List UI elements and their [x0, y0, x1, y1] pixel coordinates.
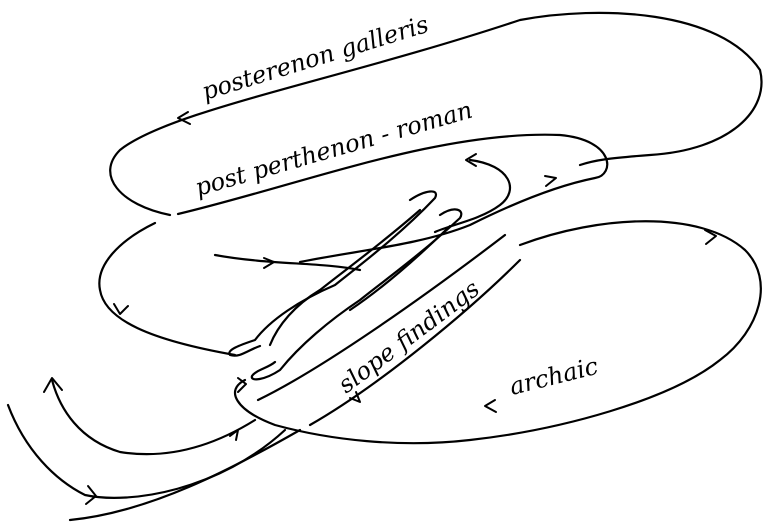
archaic-arrow-bottom — [485, 400, 496, 412]
slope-band-lower-edge — [258, 235, 505, 400]
archaic-loop — [235, 221, 761, 443]
lower-left-arc-1 — [52, 380, 255, 454]
lower-left-arc-2 — [8, 405, 285, 498]
middle-left-loop — [99, 223, 235, 355]
label-archaic: archaic — [507, 352, 601, 401]
inner-top-arrow — [545, 176, 556, 186]
label-post-perthenon-roman: post perthenon - roman — [192, 96, 476, 202]
slope-strand-3 — [252, 209, 461, 379]
middle-left-upper-edge — [215, 255, 360, 270]
inner-hook-loop — [435, 160, 510, 232]
inner-top-loop — [178, 135, 607, 262]
lower-left-arc-3 — [70, 430, 300, 520]
middle-left-arrow-2 — [114, 304, 128, 314]
middle-left-arrow-1 — [264, 258, 274, 268]
label-slope-findings: slope findings — [333, 275, 485, 399]
